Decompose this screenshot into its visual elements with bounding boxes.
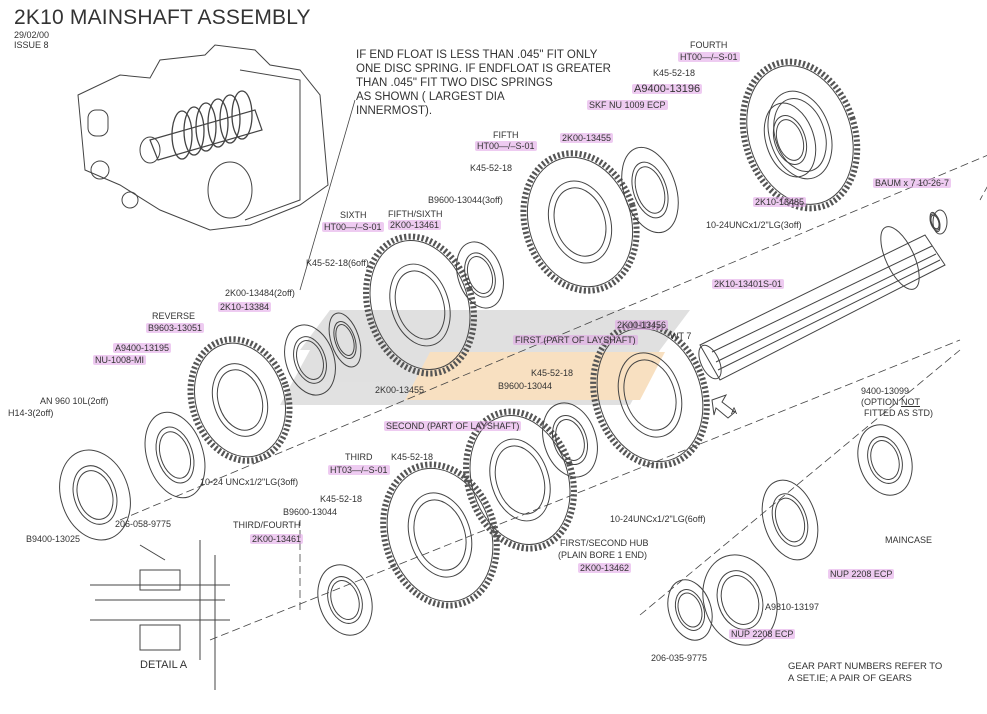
part-label: NUP 2208 ECP	[828, 569, 895, 579]
part-label: DETAIL A	[140, 659, 188, 671]
note-leader-line	[299, 99, 356, 291]
footer-note-line: A SET.IE; A PAIR OF GEARS	[788, 673, 912, 684]
part-label: 10-24 UNCx1/2"LG(3off)	[200, 477, 299, 487]
part-label: SECOND (PART OF LAYSHAFT)	[384, 421, 522, 431]
part-label: 10-24UNCx1/2"LG(3off)	[706, 220, 802, 230]
part-label: FIRST (PART OF LAYSHAFT)	[513, 335, 638, 345]
part-label: A	[731, 406, 738, 416]
end-float-note: IF END FLOAT IS LESS THAN .045" FIT ONLY…	[356, 48, 611, 118]
part-label: HT03—/–S-01	[328, 465, 390, 475]
note-line: INNERMOST).	[356, 105, 433, 117]
third-fourth-hub	[317, 564, 373, 636]
option-text: (OPTION	[861, 397, 901, 407]
part-label: K45-52-18	[470, 163, 513, 173]
part-label: A9400-13196	[632, 83, 703, 95]
part-label: K45-52-18	[320, 494, 363, 504]
footer-note-line: GEAR PART NUMBERS REFER TO	[788, 661, 943, 672]
part-label: MAINCASE	[885, 535, 933, 545]
part-label: 2K00-13484(2off)	[225, 288, 295, 298]
fourth-gear	[739, 58, 861, 212]
option-not-text: NOT	[901, 397, 920, 407]
part-label: B9600-13044(3off)	[428, 195, 503, 205]
sleeve-2k10-13384	[284, 324, 336, 396]
gearbox-casing-illustration	[77, 44, 329, 231]
nup-bearing-outer	[761, 479, 819, 561]
part-label: HT00—/–S-01	[475, 141, 537, 151]
part-label: 2K10-13401S-01	[712, 279, 785, 289]
part-label: THIRD	[345, 452, 373, 462]
part-label: 2K00-13455	[375, 385, 425, 395]
part-label: 2K00-13461	[388, 220, 442, 230]
part-label: REVERSE	[152, 311, 196, 321]
part-label: B9600-13044	[498, 381, 553, 391]
maincase-nut	[857, 424, 913, 496]
part-label: 9400-13099	[861, 386, 910, 396]
part-label: 2K00-13461	[250, 534, 304, 544]
note-line: IF END FLOAT IS LESS THAN .045" FIT ONLY	[356, 49, 598, 61]
rear-cover	[59, 449, 131, 541]
part-label: 2K10-13485	[753, 197, 807, 207]
third-gear	[380, 461, 500, 609]
part-label: FIFTH/SIXTH	[388, 209, 443, 219]
bearing-nu-1008	[144, 411, 206, 499]
part-label: (PLAIN BORE 1 END)	[558, 550, 648, 560]
mainshaft	[698, 209, 948, 381]
part-label: SIXTH	[340, 210, 367, 220]
part-label: 2K00-13455	[560, 133, 614, 143]
option-note: (OPTION NOT	[861, 397, 920, 407]
part-label: B9600-13044	[283, 507, 338, 517]
part-label: 10-24UNCx1/2"LG(6off)	[610, 514, 706, 524]
sixth-gear	[363, 233, 477, 377]
part-label: A9400-13195	[113, 343, 172, 353]
part-label: THIRD/FOURTH	[233, 520, 301, 530]
detail-a-arrow	[711, 394, 736, 419]
part-label: FIFTH	[493, 130, 519, 140]
note-line: THAN .045" FIT TWO DISC SPRINGS	[356, 77, 553, 89]
note-line: ONE DISC SPRING. IF ENDFLOAT IS GREATER	[356, 63, 611, 75]
part-label: NUP 2208 ECP	[729, 629, 796, 639]
part-label: K45-52-18(6off)	[306, 258, 369, 268]
part-label: 206-035-9775	[651, 653, 708, 663]
part-label: NU-1008-MI	[93, 355, 147, 365]
part-label: B9603-13051	[146, 323, 205, 333]
part-label: AN 960 10L(2off)	[40, 396, 109, 406]
part-label: A9810-13197	[765, 602, 820, 612]
page-title: 2K10 MAINSHAFT ASSEMBLY	[14, 6, 311, 29]
baum-seal	[929, 211, 941, 233]
detail-a-illustration	[90, 540, 230, 690]
part-label: 206-058-9775	[115, 519, 172, 529]
part-label: K45-52-18	[653, 68, 696, 78]
bearing-plate	[702, 554, 778, 646]
issue-number: ISSUE 8	[14, 40, 49, 50]
reverse-gear	[187, 336, 293, 464]
issue-date: 29/02/00	[14, 30, 50, 40]
fifth-sixth-hub	[456, 241, 504, 309]
part-label: SKF NU 1009 ECP	[587, 100, 668, 110]
part-label: HT00—/–S-01	[322, 222, 384, 232]
part-label: K45-52-18	[391, 452, 434, 462]
bearing-retainer	[621, 146, 679, 234]
part-label: 2K00-13462	[578, 563, 632, 573]
part-label: H14-3(2off)	[8, 408, 54, 418]
snap-ring	[667, 579, 713, 641]
part-label: K45-52-18	[531, 368, 574, 378]
option-note-line2: FITTED AS STD)	[864, 408, 934, 418]
part-label: FOURTH	[690, 40, 728, 50]
part-label: 2K10-13384	[218, 302, 272, 312]
part-label: FIRST/SECOND HUB	[560, 538, 649, 548]
bearing-cage-fourth	[763, 102, 817, 178]
part-label: HT00—/–S-01	[678, 52, 740, 62]
part-label: 2K00-13456	[615, 320, 669, 330]
fifth-gear	[520, 150, 640, 294]
note-line: AS SHOWN ( LARGEST DIA	[356, 91, 505, 103]
first-second-hub	[542, 402, 598, 478]
part-label: B9400-13025	[26, 534, 81, 544]
disc-springs	[328, 312, 362, 368]
part-label: BAUM x 7 10-26-7	[873, 178, 952, 188]
part-label: WT 7	[670, 331, 692, 341]
